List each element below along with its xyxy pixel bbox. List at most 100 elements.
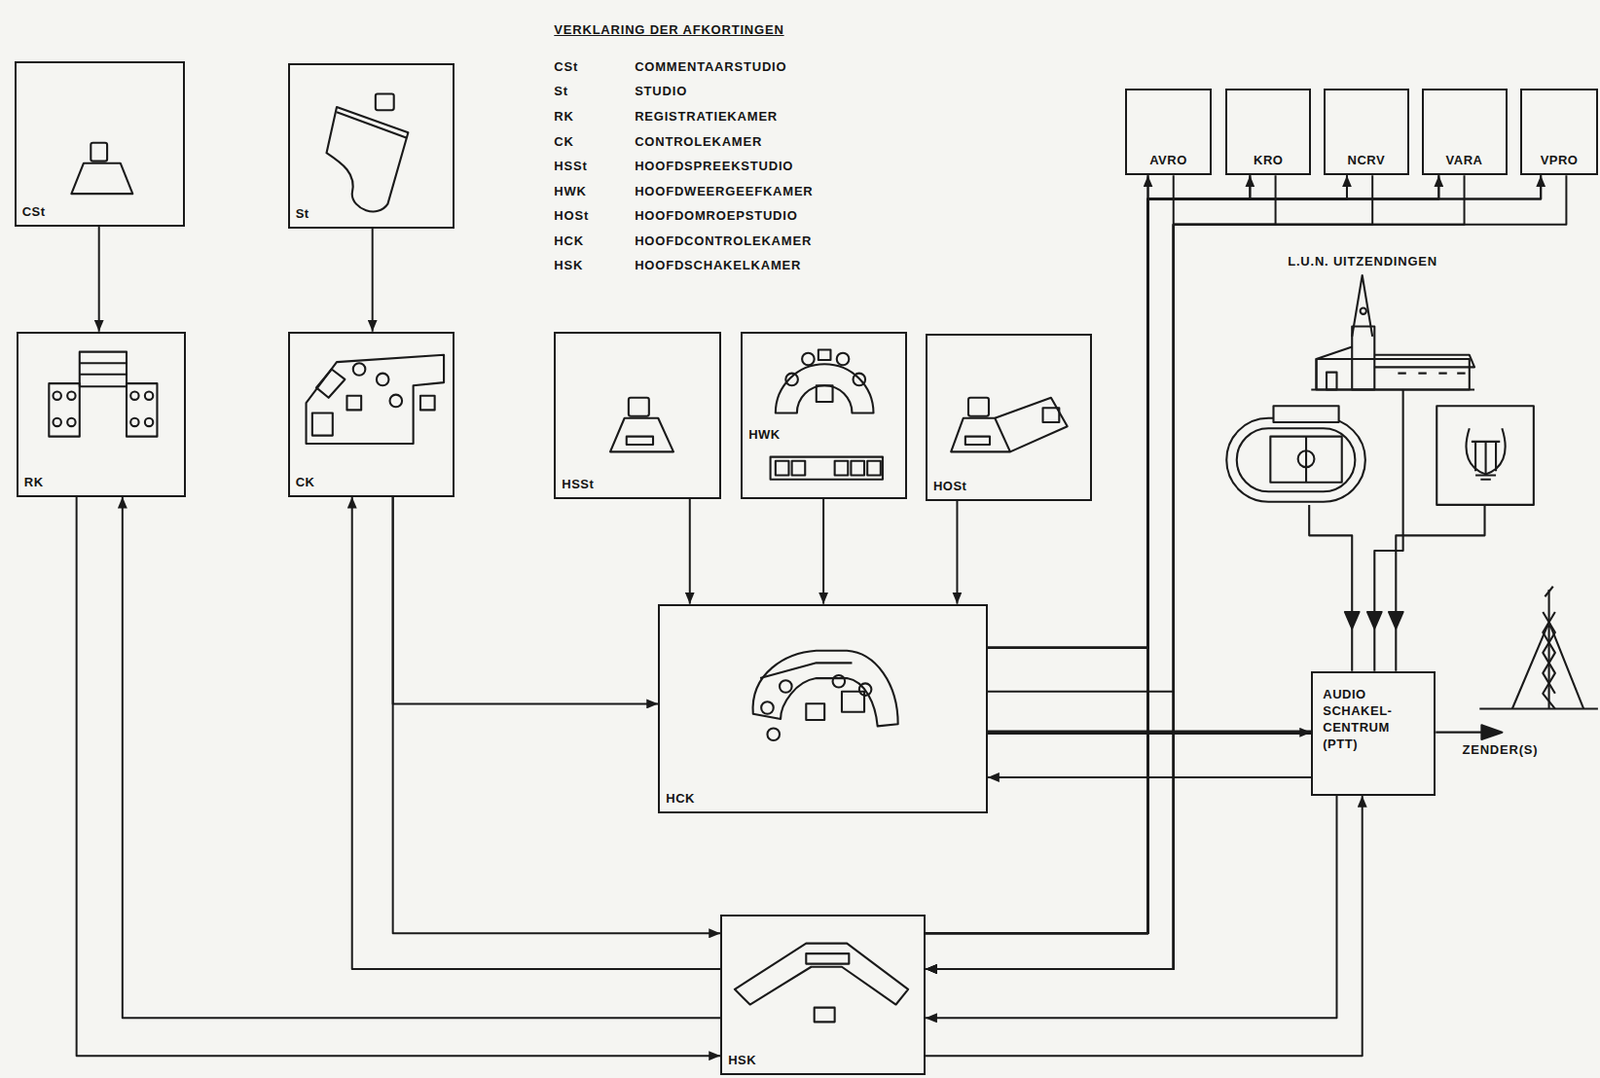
- room-box: CK: [288, 331, 455, 498]
- announcer-desk-icon: [950, 398, 1068, 453]
- signal-connector: [76, 497, 722, 1057]
- place-label: ZENDER(S): [1461, 742, 1538, 758]
- room-box: HSK: [720, 914, 926, 1076]
- label-slot: CONTROLEKAMER: [634, 134, 763, 149]
- abbreviation-meaning: HOOFDSCHAKELKAMER: [634, 257, 801, 273]
- abbreviation: HOSt: [553, 208, 589, 223]
- broadcaster-box: VARA: [1421, 88, 1508, 176]
- broadcaster-box: KRO: [1225, 88, 1311, 176]
- signal-connector: [987, 175, 1149, 648]
- box-label: VPRO: [1540, 152, 1579, 170]
- signal-connector: [925, 175, 1347, 934]
- abbreviation: HCK: [553, 233, 584, 249]
- label-slot: HOOFDSCHAKELKAMER: [634, 257, 801, 273]
- abbreviation-meaning: HOOFDWEERGEEFKAMER: [634, 183, 813, 199]
- box-label: HCK: [665, 791, 695, 808]
- legend-heading: VERKLARING DER AFKORTINGEN: [553, 22, 784, 37]
- box-label: RK: [24, 474, 44, 492]
- room-box: RK: [16, 331, 186, 498]
- signal-connector: [987, 730, 1311, 736]
- signal-connector: [98, 226, 101, 332]
- signal-connector: [925, 175, 1149, 934]
- room-box: HOSt: [925, 333, 1092, 502]
- label-slot: HWK: [553, 183, 586, 199]
- signal-connector: [987, 175, 1541, 648]
- broadcaster-box: VPRO: [1520, 88, 1599, 176]
- box-label: HSK: [727, 1053, 757, 1070]
- abbreviation: CK: [553, 134, 574, 149]
- room-box: HWK: [740, 331, 908, 500]
- signal-connector: [987, 175, 1439, 648]
- desk-icon: [71, 143, 133, 194]
- room-box: HSSt: [553, 331, 722, 500]
- switching-centre-box: AUDIO SCHAKEL- CENTRUM (PTT): [1310, 671, 1436, 797]
- signal-connector: [925, 175, 1541, 934]
- label-slot: HOOFDWEERGEEFKAMER: [634, 183, 813, 199]
- label-slot: HSK: [553, 257, 583, 273]
- abbreviation-meaning: STUDIO: [634, 83, 688, 99]
- label-slot: HOOFDSPREEKSTUDIO: [634, 158, 794, 174]
- church-icon: [1310, 275, 1475, 390]
- abbreviation-meaning: HOOFDOMROEPSTUDIO: [634, 208, 798, 223]
- room-box: St: [288, 63, 455, 229]
- box-label: HWK: [748, 427, 781, 444]
- label-slot: HOSt: [553, 208, 589, 223]
- abbreviation: HSSt: [553, 158, 587, 174]
- label-slot: L.U.N. UITZENDINGEN: [1287, 254, 1438, 269]
- label-slot: HSSt: [553, 158, 587, 174]
- signal-connector: [925, 175, 1465, 970]
- signal-connector: [987, 776, 1311, 779]
- box-label: HOSt: [933, 478, 968, 496]
- desk-icon: [610, 398, 674, 453]
- label-slot: ZENDER(S): [1461, 742, 1538, 758]
- signal-connector: [122, 497, 721, 1019]
- box-label: KRO: [1253, 152, 1283, 170]
- stadium-icon: [1226, 405, 1366, 503]
- signal-connector: [925, 175, 1174, 970]
- box-label: HSSt: [561, 476, 594, 494]
- console-icon: [306, 355, 445, 444]
- label-slot: RK: [553, 109, 574, 124]
- transmitter-tower: [1479, 586, 1599, 710]
- label-slot: HCK: [553, 233, 584, 249]
- box-label: AVRO: [1149, 152, 1188, 170]
- signal-connector: [925, 175, 1439, 934]
- signal-connector: [371, 228, 374, 332]
- signal-connector: [393, 497, 722, 935]
- room-box: CSt: [14, 61, 185, 227]
- signal-connector: [689, 499, 691, 605]
- abbreviation-meaning: CONTROLEKAMER: [634, 134, 763, 149]
- master-console-icon: [753, 651, 899, 741]
- abbreviation-meaning: COMMENTAARSTUDIO: [634, 59, 787, 74]
- box-label: St: [295, 206, 310, 223]
- switch-desk-icon: [734, 944, 909, 1023]
- label-slot: CK: [553, 134, 574, 149]
- label-slot: CSt: [553, 59, 579, 74]
- bus-wire: [987, 690, 1174, 693]
- label-slot: COMMENTAARSTUDIO: [634, 59, 787, 74]
- abbreviation-meaning: HOOFDSPREEKSTUDIO: [634, 158, 794, 174]
- place-label: L.U.N. UITZENDINGEN: [1287, 254, 1438, 269]
- abbreviation-meaning: HOOFDCONTROLEKAMER: [634, 233, 812, 249]
- signal-connector: [925, 175, 1276, 970]
- signal-connector: [352, 497, 721, 970]
- broadcaster-box: NCRV: [1323, 88, 1410, 176]
- signal-connector: [955, 501, 958, 605]
- signal-connector: [925, 796, 1363, 1056]
- piano-icon: [327, 93, 409, 212]
- signal-connector: [822, 499, 825, 605]
- signal-connector: [987, 175, 1250, 648]
- box-label: AUDIO SCHAKEL- CENTRUM (PTT): [1322, 687, 1411, 754]
- abbreviation: RK: [553, 109, 574, 124]
- label-slot: St: [553, 83, 569, 99]
- music-icon: [1436, 405, 1534, 506]
- broadcaster-box: AVRO: [1125, 88, 1211, 176]
- outside-broadcast-wire: [1309, 389, 1485, 671]
- label-slot: STUDIO: [634, 83, 688, 99]
- label-slot: VERKLARING DER AFKORTINGEN: [553, 22, 784, 37]
- arrow-head: [1481, 725, 1502, 740]
- label-slot: REGISTRATIEKAMER: [634, 109, 778, 124]
- signal-connector: [987, 175, 1347, 648]
- signal-connector: [925, 175, 1250, 934]
